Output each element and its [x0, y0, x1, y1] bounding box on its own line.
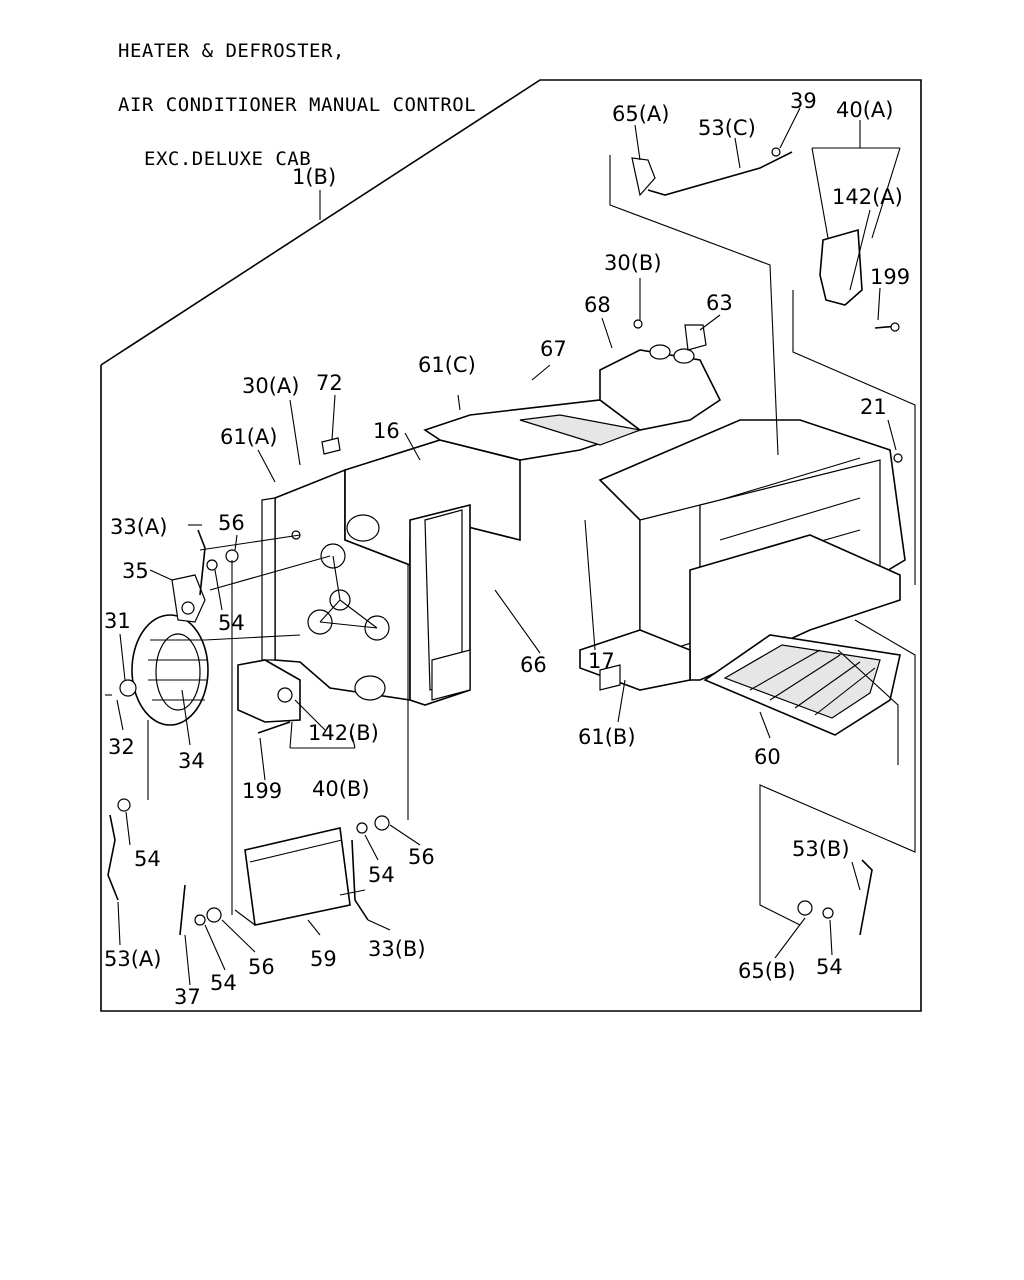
callout-31: 31 [104, 609, 131, 633]
callout-54a: 54 [218, 611, 245, 635]
callout-54c: 54 [210, 971, 237, 995]
title-line-2: AIR CONDITIONER MANUAL CONTROL [118, 94, 477, 116]
callout-54b: 54 [134, 847, 161, 871]
callout-65a: 65(A) [612, 102, 669, 126]
callout-63: 63 [706, 291, 733, 315]
link-35 [171, 574, 206, 623]
callout-53a: 53(A) [104, 947, 161, 971]
rods [107, 151, 873, 936]
callout-65b: 65(B) [738, 959, 796, 983]
callout-39: 39 [790, 89, 817, 113]
callout-54e: 54 [816, 955, 843, 979]
leader-lines [116, 107, 901, 986]
callout-33a: 33(A) [110, 515, 167, 539]
callout-30b: 30(B) [604, 251, 662, 275]
callout-199a: 199 [870, 265, 910, 289]
callout-40b: 40(B) [312, 777, 370, 801]
diagram-title: HEATER & DEFROSTER, AIR CONDITIONER MANU… [118, 6, 476, 186]
title-line-3: EXC.DELUXE CAB [144, 148, 312, 170]
callout-61b: 61(B) [578, 725, 636, 749]
clips [117, 147, 903, 926]
callout-35: 35 [122, 559, 149, 583]
callout-32: 32 [108, 735, 135, 759]
callout-30a: 30(A) [242, 374, 299, 398]
blower-plate-31-34 [105, 614, 209, 726]
assembly-frame [100, 79, 922, 1012]
callout-34: 34 [178, 749, 205, 773]
callout-59: 59 [310, 947, 337, 971]
callout-56a: 56 [218, 511, 245, 535]
callout-60: 60 [754, 745, 781, 769]
callout-56b: 56 [248, 955, 275, 979]
callout-142a: 142(A) [832, 185, 903, 209]
callout-199b: 199 [242, 779, 282, 803]
exploded-guide-lines [147, 155, 916, 926]
callout-68: 68 [584, 293, 611, 317]
filter-59 [234, 827, 366, 926]
callout-61c: 61(C) [418, 353, 476, 377]
callout-67: 67 [540, 337, 567, 361]
callout-21: 21 [860, 395, 887, 419]
callout-61a: 61(A) [220, 425, 277, 449]
callout-16: 16 [373, 419, 400, 443]
callout-54d: 54 [368, 863, 395, 887]
callout-labels: 1(B) 65(A) 53(C) 39 40(A) 142(A) 199 30(… [104, 89, 910, 1009]
callout-66: 66 [520, 653, 547, 677]
callout-33b: 33(B) [368, 937, 426, 961]
callout-1b: 1(B) [292, 165, 336, 189]
callout-37: 37 [174, 985, 201, 1009]
heater-case-body [261, 344, 906, 736]
callout-53b: 53(B) [792, 837, 850, 861]
title-line-1: HEATER & DEFROSTER, [118, 40, 345, 62]
actuator-40b [237, 659, 301, 734]
callout-53c: 53(C) [698, 116, 756, 140]
callout-72: 72 [316, 371, 343, 395]
callout-56c: 56 [408, 845, 435, 869]
callout-142b: 142(B) [308, 721, 379, 745]
callout-17: 17 [588, 649, 615, 673]
callout-40a: 40(A) [836, 98, 893, 122]
